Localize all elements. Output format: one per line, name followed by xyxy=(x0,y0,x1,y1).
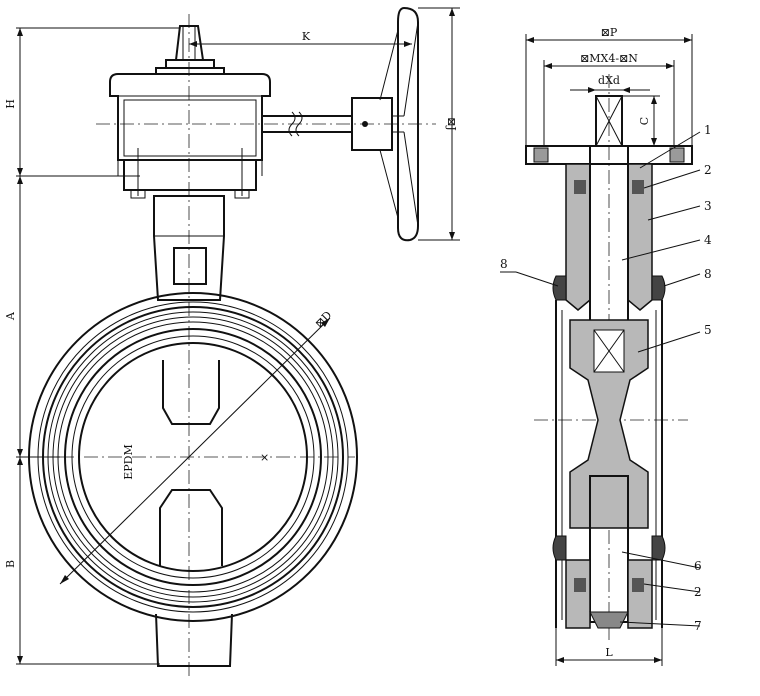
center-mark: × xyxy=(260,451,269,464)
callout-5: 5 xyxy=(704,323,712,337)
dim-c-label: C xyxy=(638,117,651,125)
dim-j-label: ⊠J xyxy=(445,117,458,131)
dim-k-label: K xyxy=(302,30,311,43)
dim-mn-label: ⊠MX4-⊠N xyxy=(580,52,638,65)
callout-8-right: 8 xyxy=(704,267,712,281)
callout-6: 6 xyxy=(694,559,702,573)
dim-a-label: A xyxy=(4,311,17,321)
dim-d-label: ⊠D xyxy=(313,308,335,330)
callout-8-left: 8 xyxy=(500,257,508,271)
dim-dxd-label: dXd xyxy=(598,74,620,87)
section-view: ⊠P ⊠MX4-⊠N dXd C xyxy=(500,26,712,666)
callout-4: 4 xyxy=(704,233,712,247)
dim-p-label: ⊠P xyxy=(601,26,618,39)
dim-h-label: H xyxy=(4,99,17,109)
dim-b-label: B xyxy=(4,560,17,568)
dim-l-label: L xyxy=(605,646,613,659)
callout-7: 7 xyxy=(694,619,702,633)
callout-1: 1 xyxy=(704,123,712,137)
liner-material-label: EPDM xyxy=(122,444,135,480)
callout-2: 2 xyxy=(704,163,712,177)
front-view: H A B xyxy=(4,6,460,676)
callout-2-lower: 2 xyxy=(694,585,702,599)
callout-3: 3 xyxy=(704,199,712,213)
